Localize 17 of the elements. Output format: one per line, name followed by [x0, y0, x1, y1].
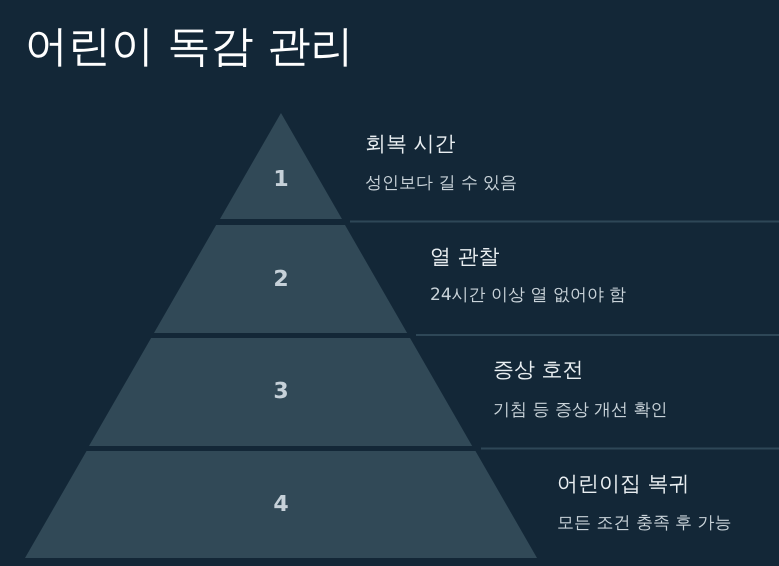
level-number: 4 — [273, 492, 289, 518]
title: 어린이 독감 관리 — [25, 22, 354, 72]
step-description: 기침 등 증상 개선 확인 — [493, 400, 668, 420]
level-number: 3 — [273, 380, 289, 404]
pyramid-tier — [24, 451, 537, 558]
step-heading: 증상 호전 — [493, 357, 584, 383]
step-heading: 어린이집 복귀 — [557, 471, 690, 497]
pyramid-triangle — [220, 113, 342, 219]
step-heading: 회복 시간 — [365, 131, 456, 157]
level-number: 1 — [273, 168, 289, 192]
pyramid-tier — [154, 225, 408, 333]
level-number: 2 — [273, 268, 289, 292]
step-description: 모든 조건 충족 후 가능 — [557, 512, 732, 534]
step-heading: 열 관찰 — [430, 244, 500, 270]
step-description: 성인보다 길 수 있음 — [365, 172, 518, 194]
pyramid-tier — [89, 338, 473, 446]
step-description: 24시간 이상 열 없어야 함 — [430, 284, 626, 306]
